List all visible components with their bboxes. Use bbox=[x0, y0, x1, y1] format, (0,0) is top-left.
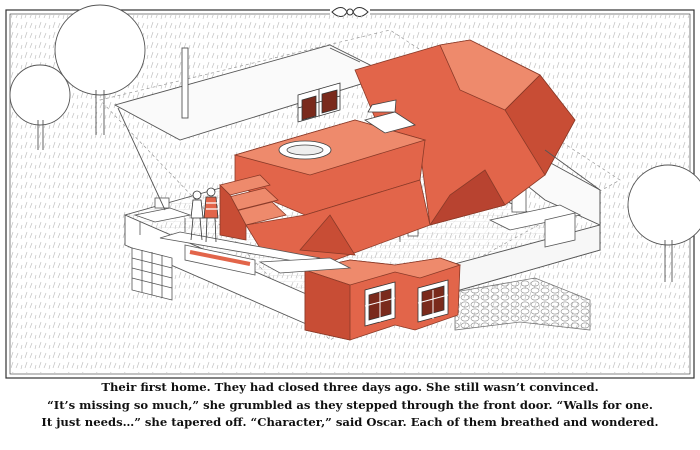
caption: Their first home. They had closed three … bbox=[0, 379, 700, 432]
roof-outline bbox=[117, 47, 601, 250]
figure-woman bbox=[190, 190, 204, 241]
caption-line-1: Their first home. They had closed three … bbox=[101, 380, 599, 394]
bed bbox=[364, 99, 416, 134]
upper-window bbox=[297, 82, 341, 123]
tub bbox=[278, 140, 332, 160]
caption-line-2: “It’s missing so much,” she grumbled as … bbox=[47, 397, 653, 412]
tree-left-top bbox=[54, 4, 146, 135]
bookshelf bbox=[131, 247, 173, 301]
porch-canopy bbox=[258, 257, 352, 274]
bay-window-left bbox=[364, 281, 396, 327]
sculpted-volume bbox=[219, 39, 576, 263]
balcony-railing bbox=[159, 231, 321, 276]
chimney bbox=[181, 47, 189, 119]
caption-line-3: It just needs…” she tapered off. “Charac… bbox=[41, 415, 659, 429]
figure-oscar bbox=[203, 187, 219, 243]
tree-left-mid bbox=[9, 64, 71, 150]
bay-window-right bbox=[417, 279, 449, 323]
tree-right bbox=[627, 164, 700, 282]
stone-wall bbox=[454, 277, 591, 331]
